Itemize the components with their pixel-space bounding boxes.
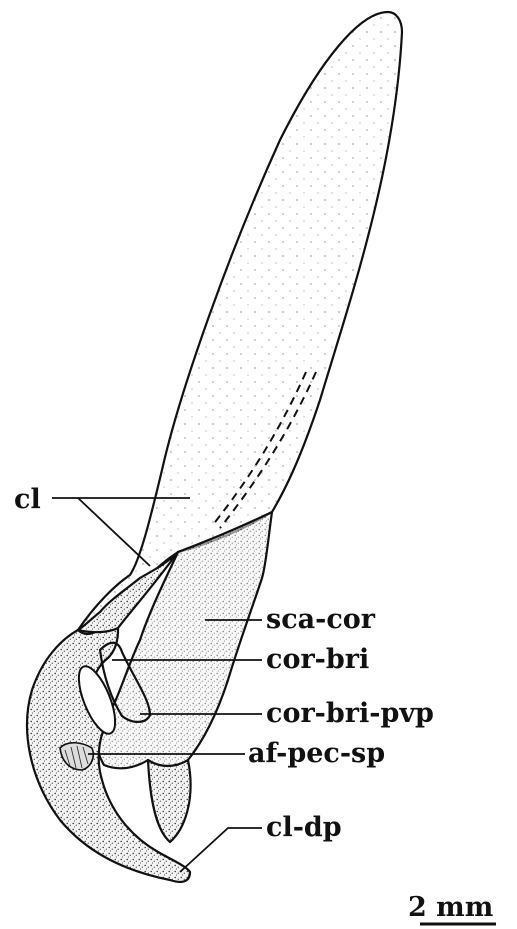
label-cor-bri: cor-bri xyxy=(266,644,369,675)
scale-bar: 2 mm xyxy=(408,892,496,924)
label-cl: cl xyxy=(14,484,41,515)
label-cl-dp: cl-dp xyxy=(266,812,342,843)
cleithrum-distal-process xyxy=(148,760,191,842)
label-af-pec-sp: af-pec-sp xyxy=(248,738,385,769)
leader-cl-lower xyxy=(78,498,150,566)
leader-cl-dp xyxy=(180,828,262,872)
scale-bar-label: 2 mm xyxy=(408,892,493,923)
label-sca-cor: sca-cor xyxy=(266,604,376,635)
label-cor-bri-pvp: cor-bri-pvp xyxy=(266,698,434,729)
scapulocoracoid xyxy=(97,512,272,768)
